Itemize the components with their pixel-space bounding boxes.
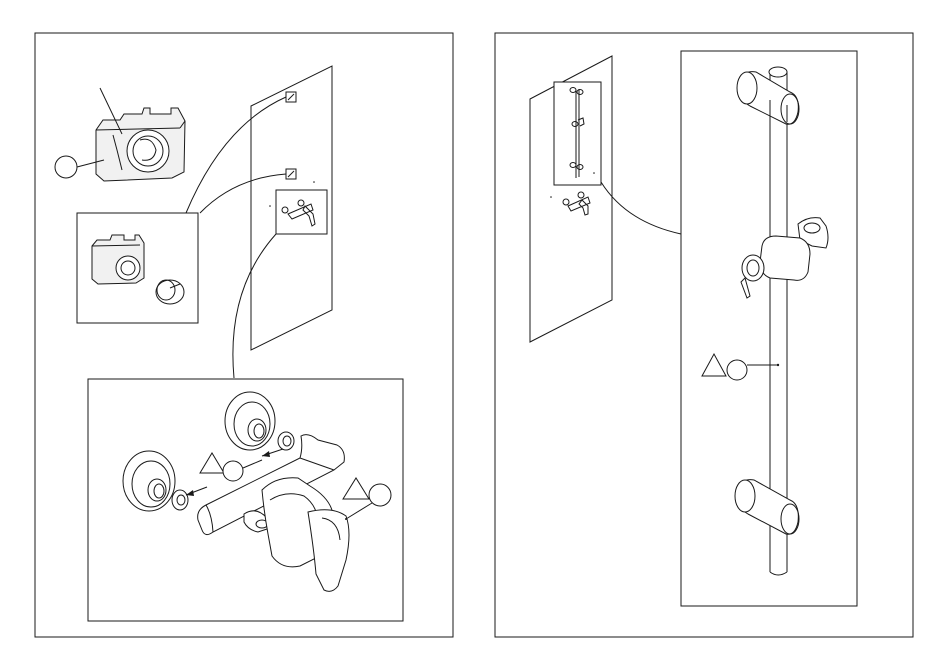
wall-dot <box>593 172 595 174</box>
left-page <box>35 33 453 637</box>
right-page <box>495 33 913 637</box>
eccentric-body <box>96 88 185 181</box>
eccentric-small <box>92 235 144 284</box>
mixer-detail-box <box>276 190 327 234</box>
wall-dot <box>313 181 315 183</box>
wall-dot <box>550 196 552 198</box>
cover-cap <box>156 280 184 304</box>
leader-curve <box>601 182 681 234</box>
flange-lower <box>123 451 175 511</box>
washer-lower <box>172 490 188 510</box>
slide-bar-detail-box <box>554 82 601 185</box>
wall-dot <box>269 205 271 207</box>
washer-upper <box>278 432 294 450</box>
flange-upper <box>225 392 275 450</box>
